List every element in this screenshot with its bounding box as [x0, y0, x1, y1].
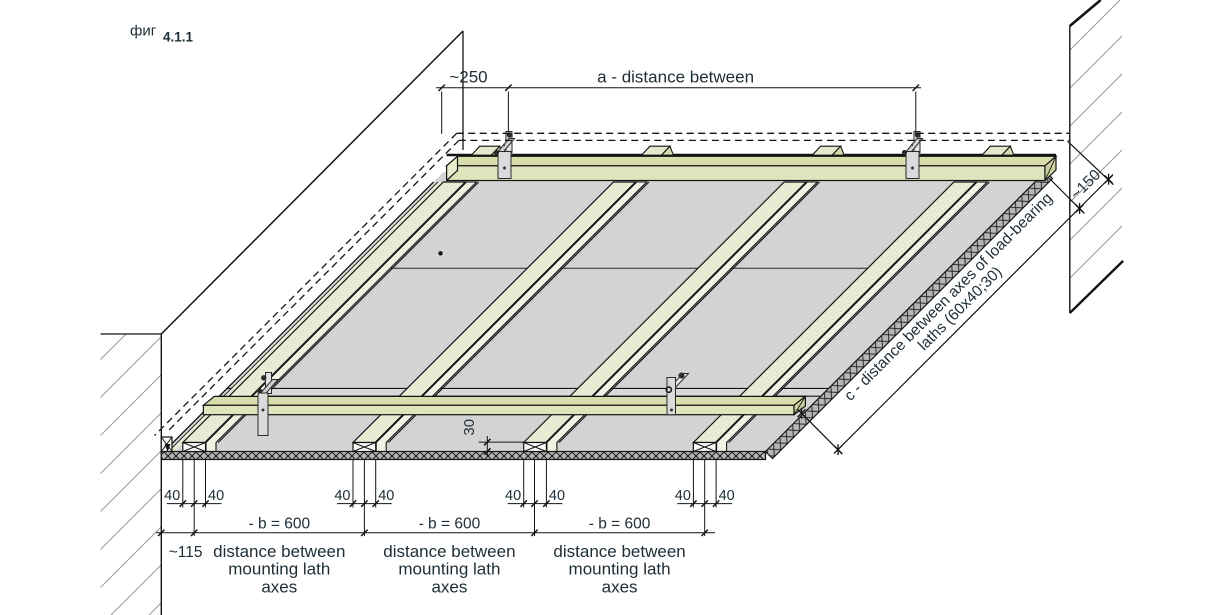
- svg-text:30: 30: [461, 419, 478, 436]
- svg-text:40: 40: [208, 488, 224, 504]
- svg-text:mounting lath: mounting lath: [398, 559, 500, 578]
- svg-text:40: 40: [334, 488, 350, 504]
- svg-text:a - distance between: a - distance between: [597, 68, 754, 87]
- svg-text:40: 40: [505, 488, 521, 504]
- svg-text:~250: ~250: [449, 68, 487, 87]
- svg-text:- b = 600: - b = 600: [248, 516, 310, 533]
- svg-text:mounting lath: mounting lath: [569, 559, 671, 578]
- svg-text:фиг: фиг: [130, 23, 157, 40]
- svg-text:axes: axes: [431, 578, 467, 597]
- svg-text:4.1.1: 4.1.1: [163, 29, 194, 44]
- svg-text:40: 40: [164, 488, 180, 504]
- svg-text:mounting lath: mounting lath: [228, 559, 330, 578]
- svg-text:40: 40: [378, 488, 394, 504]
- svg-text:- b = 600: - b = 600: [589, 516, 651, 533]
- svg-text:distance between: distance between: [213, 542, 345, 561]
- svg-text:- b = 600: - b = 600: [419, 516, 481, 533]
- svg-text:distance between: distance between: [383, 542, 515, 561]
- svg-text:axes: axes: [261, 578, 297, 597]
- svg-text:40: 40: [549, 488, 565, 504]
- svg-text:distance between: distance between: [553, 542, 685, 561]
- svg-text:40: 40: [675, 488, 691, 504]
- svg-text:~115: ~115: [169, 544, 203, 561]
- svg-text:axes: axes: [602, 578, 638, 597]
- svg-text:40: 40: [719, 488, 735, 504]
